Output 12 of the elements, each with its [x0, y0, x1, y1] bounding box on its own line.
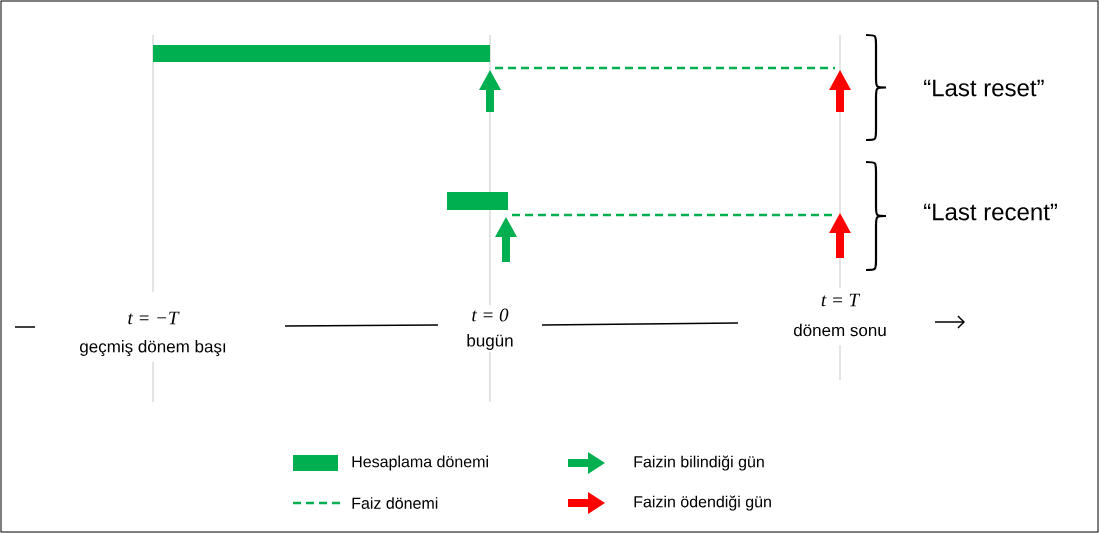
legend-label: Faizin ödendiği gün [634, 495, 771, 511]
legend-label: Faiz dönemi [352, 497, 438, 509]
time-caption: dönem sonu [793, 323, 886, 337]
bracket-label: “Last reset” [924, 79, 1044, 97]
time-caption: bugün [467, 334, 513, 350]
time-label: t = T [821, 293, 861, 307]
time-label: t = −T [128, 311, 180, 325]
legend-label: Hesaplama dönemi [352, 455, 488, 471]
time-caption: geçmiş dönem başı [80, 340, 226, 356]
bracket-label: “Last recent” [924, 203, 1057, 221]
time-label: t = 0 [472, 308, 509, 322]
legend-label: Faizin bilindiği gün [634, 455, 764, 471]
